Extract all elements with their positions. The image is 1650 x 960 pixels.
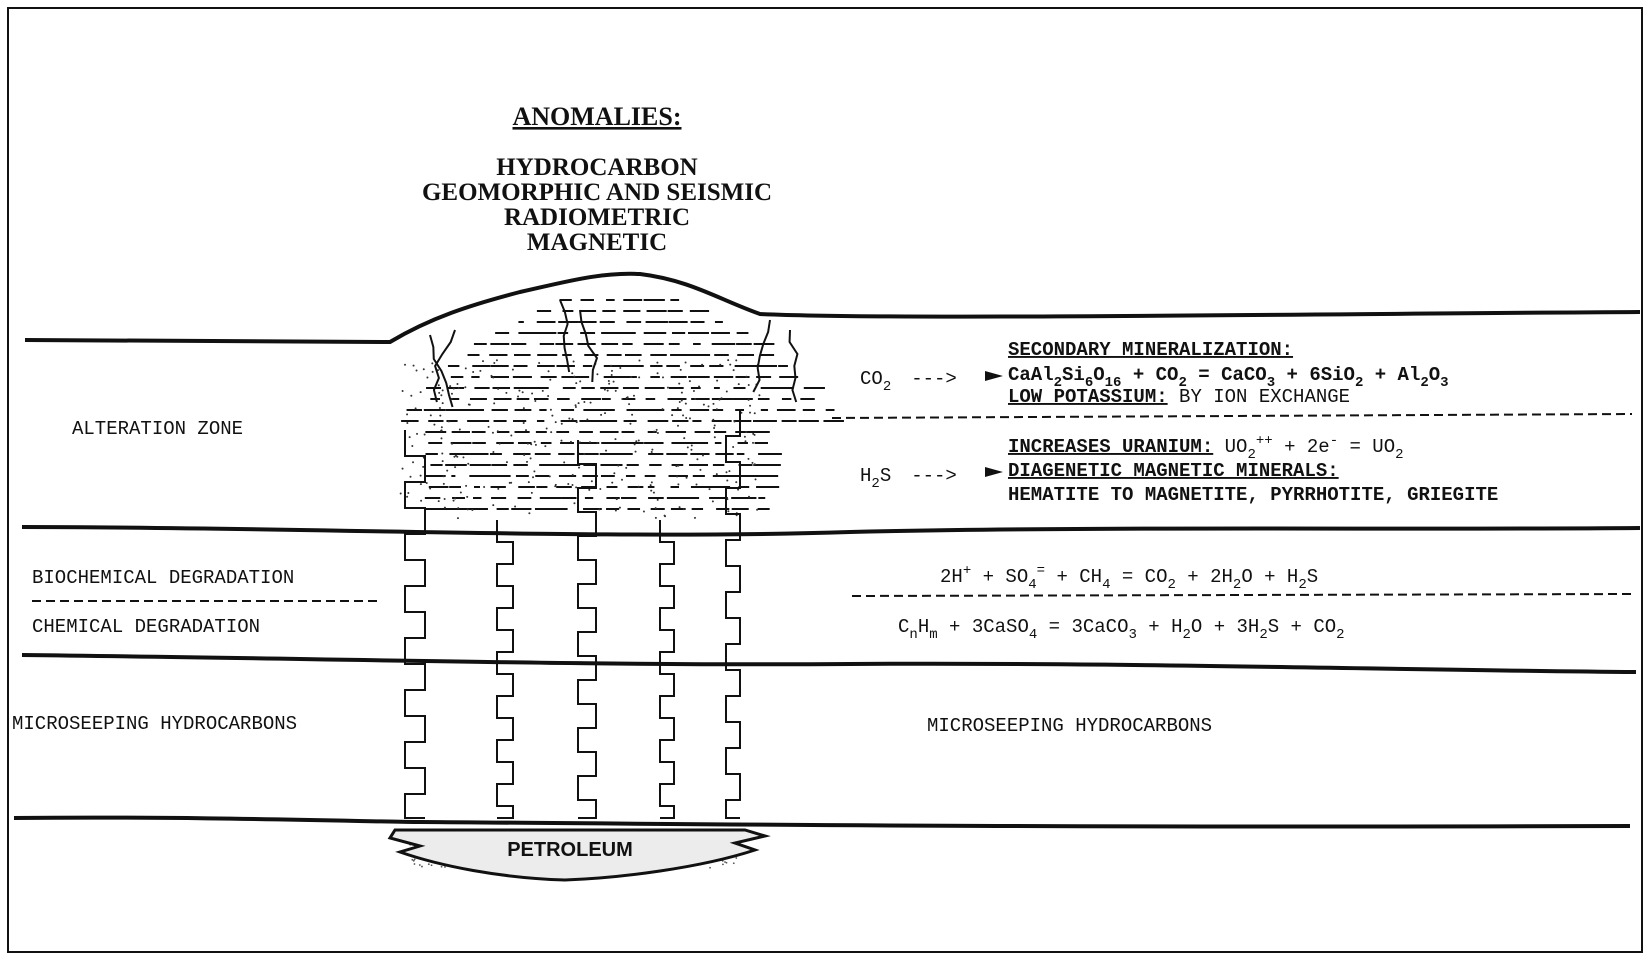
separator-right-upper <box>831 413 1633 419</box>
reservoir-top-line <box>13 815 1631 829</box>
reactions-block: CO2---> H2S---> SECONDARY MINERALIZATION… <box>860 339 1498 643</box>
diagenetic-title: DIAGENETIC MAGNETIC MINERALS: <box>1008 460 1339 482</box>
separator-right-lower <box>851 593 1633 597</box>
alteration-base-line <box>21 525 1641 537</box>
chemical-equation: CnHm + 3CaSO4 = 3CaCO3 + H2O + 3H2S + CO… <box>898 616 1345 643</box>
anomaly-magnetic: MAGNETIC <box>527 229 667 256</box>
co2-arrowhead <box>985 371 1003 381</box>
surface-line <box>24 271 1641 345</box>
h2s-input-label: H2S---> <box>860 465 957 492</box>
anomaly-geomorphic-seismic: GEOMORPHIC AND SEISMIC <box>422 179 772 206</box>
low-potassium-line: LOW POTASSIUM: BY ION EXCHANGE <box>1008 386 1350 408</box>
layer-labels: ALTERATION ZONE BIOCHEMICAL DEGRADATION … <box>12 418 1212 861</box>
anomaly-radiometric: RADIOMETRIC <box>504 204 690 231</box>
label-biochemical-degradation: BIOCHEMICAL DEGRADATION <box>32 567 294 589</box>
label-microseeping-right: MICROSEEPING HYDROCARBONS <box>927 715 1212 737</box>
degradation-base-line <box>21 653 1637 674</box>
seepage-pattern <box>399 299 844 869</box>
diagenetic-minerals: HEMATITE TO MAGNETITE, PYRRHOTITE, GRIEG… <box>1008 484 1498 506</box>
stratigraphic-boundaries <box>13 271 1641 882</box>
anomalies-heading: ANOMALIES: <box>512 102 681 131</box>
h2s-arrowhead <box>985 467 1003 477</box>
increases-uranium-line: INCREASES URANIUM: UO2++ + 2e- = UO2 <box>1008 433 1404 463</box>
co2-input-label: CO2---> <box>860 368 957 395</box>
petroleum-reservoir <box>387 828 771 882</box>
secondary-mineralization-equation: CaAl2Si6O16 + CO2 = CaCO3 + 6SiO2 + Al2O… <box>1008 364 1449 391</box>
label-microseeping-left: MICROSEEPING HYDROCARBONS <box>12 713 297 735</box>
label-alteration-zone: ALTERATION ZONE <box>72 418 243 440</box>
anomalies-block: ANOMALIES: HYDROCARBON GEOMORPHIC AND SE… <box>422 102 772 256</box>
diagram-frame <box>7 7 1643 953</box>
label-chemical-degradation: CHEMICAL DEGRADATION <box>32 616 260 638</box>
secondary-mineralization-title: SECONDARY MINERALIZATION: <box>1008 339 1293 361</box>
label-petroleum: PETROLEUM <box>507 839 633 861</box>
anomaly-hydrocarbon: HYDROCARBON <box>496 154 697 181</box>
biochemical-equation: 2H+ + SO4= + CH4 = CO2 + 2H2O + H2S <box>940 563 1318 593</box>
